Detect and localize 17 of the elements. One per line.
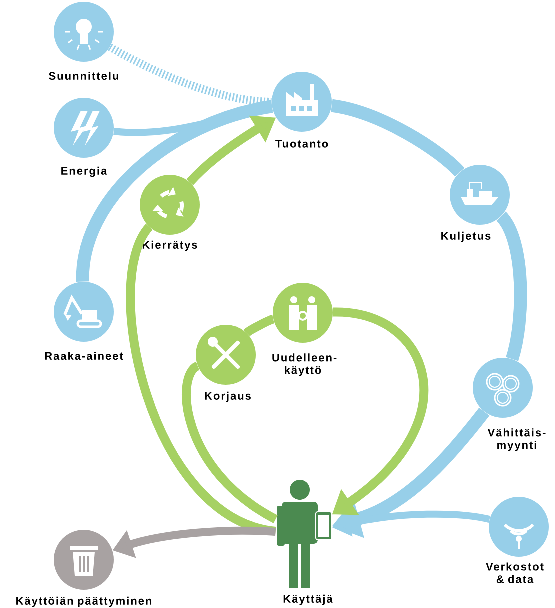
- stage-label: Vähittäis-myynti: [488, 428, 546, 452]
- connector: [330, 99, 465, 177]
- stage-label: Korjaus: [205, 392, 251, 402]
- connector: [496, 212, 528, 361]
- stage-label: Käyttöiän päättyminen: [16, 596, 152, 608]
- stage-label: Kierrätys: [142, 240, 198, 252]
- connector: [108, 44, 272, 106]
- stage-label: Kuljetus: [442, 232, 491, 242]
- stage-label: Verkostot & data: [486, 562, 544, 584]
- stage-label: Suunnittelu: [49, 72, 118, 80]
- connector: [76, 100, 274, 282]
- stage-label: Energia: [62, 166, 108, 178]
- stage-label: Tuotanto: [276, 140, 328, 148]
- stage-label: Raaka-aineet: [45, 352, 124, 360]
- stage-label: Käyttäjä: [284, 594, 333, 606]
- connector: [244, 314, 275, 337]
- stage-label: Uudelleen-käyttö: [272, 354, 337, 376]
